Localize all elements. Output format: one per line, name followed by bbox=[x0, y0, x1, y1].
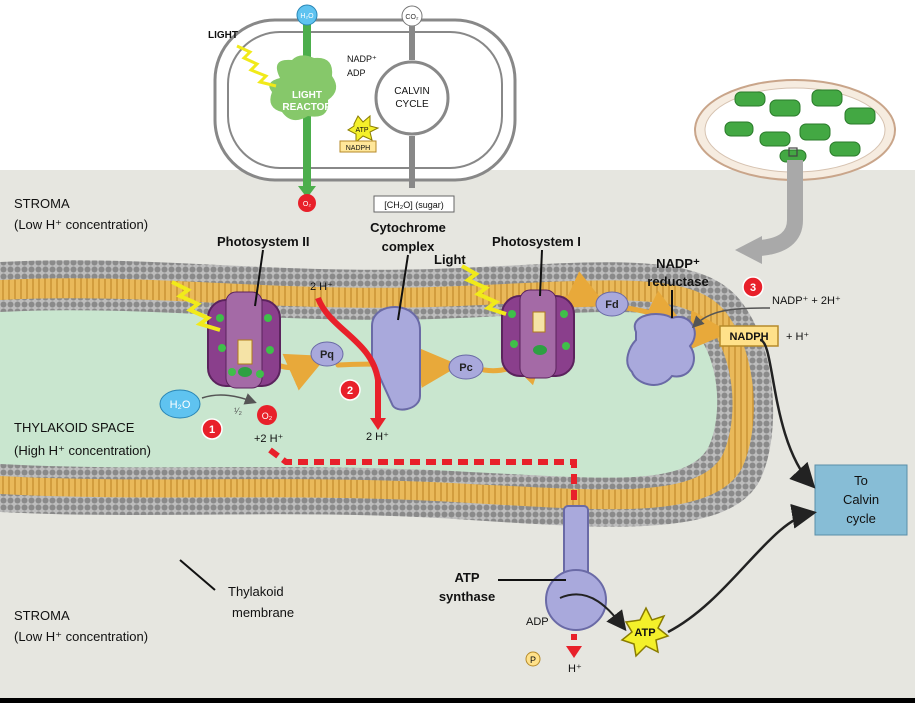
step-markers bbox=[201, 276, 764, 440]
cytochrome-label-2: complex bbox=[382, 239, 436, 254]
inset-o2-label: O₂ bbox=[303, 201, 311, 208]
step-2-marker bbox=[339, 379, 361, 401]
atp-star bbox=[620, 606, 670, 658]
calvin-label-1: CALVIN bbox=[394, 86, 429, 97]
pc-label: Pc bbox=[459, 362, 472, 374]
half-label: ¹⁄₂ bbox=[234, 406, 243, 416]
step-2-label: 2 bbox=[347, 385, 353, 397]
to-calvin-label-3: cycle bbox=[846, 511, 876, 526]
thylakoid-space-label: THYLAKOID SPACE bbox=[14, 420, 135, 435]
inset-co2-label: CO₂ bbox=[405, 14, 419, 21]
fd-carrier bbox=[595, 291, 629, 317]
atp-synthesis-arrow bbox=[559, 593, 627, 632]
h-bottom-label: H⁺ bbox=[568, 663, 582, 675]
photosystem-ii-label: Photosystem II bbox=[217, 234, 309, 249]
chloroplast-schematic: H₂O O₂ LIGHT REACTOR LIGHT CALVIN CYCLE … bbox=[208, 4, 517, 213]
photosystem-i bbox=[501, 289, 575, 379]
chloroplast-thumbnail bbox=[694, 79, 896, 264]
thylakoid-membrane-label-1: Thylakoid bbox=[228, 584, 284, 599]
two-h-top-label: 2 H⁺ bbox=[310, 281, 333, 293]
nadph-to-calvin-arrow bbox=[759, 338, 816, 489]
nadp-2h-label: NADP⁺ + 2H⁺ bbox=[772, 295, 841, 307]
o2-bubble bbox=[298, 194, 316, 212]
sugar-box bbox=[373, 195, 455, 213]
water-split-arrow bbox=[201, 393, 257, 405]
inset-light-zigzag bbox=[236, 44, 277, 88]
leader-lines bbox=[179, 249, 673, 591]
nadp-input-arrow bbox=[691, 307, 771, 329]
thylakoid-space-sublabel: (High H⁺ concentration) bbox=[14, 443, 151, 458]
nadp-reductase bbox=[626, 313, 696, 386]
stroma-bottom-sublabel: (Low H⁺ concentration) bbox=[14, 629, 148, 644]
nadp-reductase-label-1: NADP⁺ bbox=[656, 256, 700, 271]
sugar-label: [CH₂O] (sugar) bbox=[384, 200, 444, 210]
proton-gradient-path bbox=[268, 447, 577, 640]
light-reactor-label-2: REACTOR bbox=[282, 102, 332, 113]
atp-synthase-label-1: ATP bbox=[454, 570, 479, 585]
nadp-reductase-label-2: reductase bbox=[647, 274, 708, 289]
plus-h-label: + H⁺ bbox=[786, 331, 809, 343]
inset-adp-label: ADP bbox=[347, 68, 366, 78]
stroma-top-sublabel: (Low H⁺ concentration) bbox=[14, 217, 148, 232]
light-label: Light bbox=[434, 252, 466, 267]
phosphate-circle bbox=[525, 651, 541, 667]
calvin-cycle-circle bbox=[374, 60, 450, 136]
two-h-mid-label: 2 H⁺ bbox=[366, 431, 389, 443]
adp-label: ADP bbox=[526, 616, 549, 628]
psii-light-zigzag bbox=[171, 280, 221, 332]
step-3-label: 3 bbox=[750, 282, 756, 294]
to-calvin-label-2: Calvin bbox=[843, 492, 879, 507]
fd-label: Fd bbox=[605, 299, 618, 311]
o2-bubble-main bbox=[257, 405, 277, 425]
photosystem-i-label: Photosystem I bbox=[492, 234, 581, 249]
to-calvin-box bbox=[814, 464, 908, 536]
zoom-arrow bbox=[759, 160, 803, 256]
two-h-left-label: +2 H⁺ bbox=[254, 433, 284, 445]
h2o-bubble bbox=[296, 4, 318, 26]
stroma-top-label: STROMA bbox=[14, 196, 70, 211]
calvin-label-2: CYCLE bbox=[395, 99, 429, 110]
inset-h2o-label: H₂O bbox=[300, 13, 314, 20]
atp-to-calvin-arrow bbox=[667, 503, 817, 634]
stroma-bottom-label: STROMA bbox=[14, 608, 70, 623]
step-3-marker bbox=[742, 276, 764, 298]
h2o-main-label: H₂O bbox=[170, 399, 191, 411]
inset-light-label: LIGHT bbox=[208, 30, 238, 41]
photosystem-ii bbox=[207, 291, 281, 389]
nadph-label: NADPH bbox=[729, 331, 768, 343]
cytochrome-complex bbox=[371, 306, 421, 411]
psi-light-zigzag bbox=[461, 264, 507, 316]
step-1-label: 1 bbox=[209, 424, 215, 436]
proton-pump-arrow bbox=[315, 296, 381, 420]
thylakoid-membrane-label-2: membrane bbox=[232, 605, 294, 620]
inset-nadph-box bbox=[339, 140, 377, 153]
step-1-marker bbox=[201, 418, 223, 440]
atp-synthase-label-2: synthase bbox=[439, 589, 495, 604]
pq-carrier bbox=[310, 341, 344, 367]
inset-nadph-label: NADPH bbox=[346, 145, 371, 152]
inset-atp-label: ATP bbox=[355, 127, 368, 134]
h2o-bubble-main bbox=[159, 389, 201, 419]
o2-main-label: O₂ bbox=[262, 411, 273, 421]
phosphate-label: P bbox=[530, 655, 536, 665]
atp-label: ATP bbox=[634, 627, 655, 639]
light-reactor-blob bbox=[269, 55, 337, 121]
light-reactor-label-1: LIGHT bbox=[292, 90, 322, 101]
pc-carrier bbox=[448, 354, 484, 380]
cytochrome-label-1: Cytochrome bbox=[370, 220, 446, 235]
inset-nadp-label: NADP⁺ bbox=[347, 54, 377, 64]
to-calvin-label-1: To bbox=[854, 473, 868, 488]
atp-synthase bbox=[545, 505, 607, 631]
inset-atp-star bbox=[347, 114, 380, 144]
pq-label: Pq bbox=[320, 349, 334, 361]
